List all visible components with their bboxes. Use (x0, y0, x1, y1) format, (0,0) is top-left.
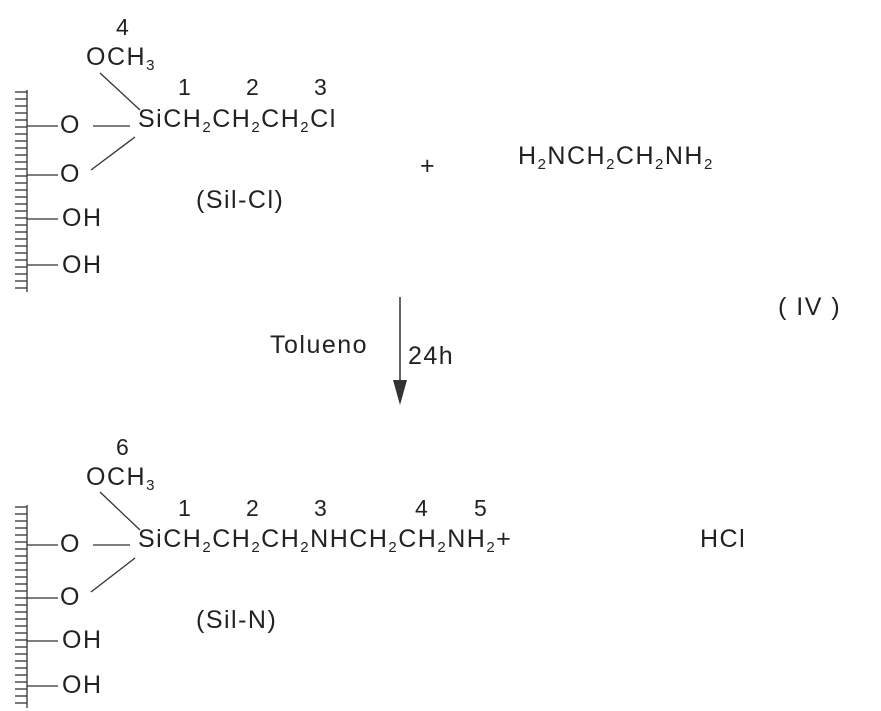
product-locant-2: 2 (246, 495, 259, 521)
product-surface-o-1: O (60, 530, 81, 558)
product-surface-oh-2: OH (62, 671, 103, 699)
product-label: (Sil-N) (196, 606, 278, 634)
product-locant-1: 1 (178, 495, 191, 521)
product-locant-6: 6 (116, 434, 129, 460)
reaction-arrow (393, 297, 407, 405)
reactant-locant-1: 1 (178, 74, 191, 100)
product-surface-o-2: O (60, 583, 81, 611)
reactant-propyl-chain: SiCH2CH2CH2Cl (138, 105, 337, 136)
reactant-surface-o-2: O (60, 160, 81, 188)
time-label: 24h (408, 342, 455, 370)
reactant-surface-oh-1: OH (62, 204, 103, 232)
reactant-bonds (27, 72, 141, 266)
plus-sign: + (420, 152, 437, 180)
product-methoxy-group: OCH3 (86, 463, 156, 494)
product-locant-3: 3 (314, 495, 327, 521)
reactant-silica-surface (15, 90, 28, 292)
product-bonds (27, 491, 141, 687)
product-locant-5: 5 (474, 495, 487, 521)
product-aminopropyl-chain: SiCH2CH2CH2NHCH2CH2NH2+ (138, 525, 513, 556)
product-silica-surface (15, 505, 28, 708)
solvent-label: Tolueno (270, 331, 369, 359)
reactant-surface-oh-2: OH (62, 251, 103, 279)
byproduct-hcl: HCl (700, 525, 747, 553)
reactant-surface-o-1: O (60, 111, 81, 139)
ethylenediamine: H2NCH2CH2NH2 (518, 142, 714, 173)
product-locant-4: 4 (415, 495, 428, 521)
product-surface-oh-1: OH (62, 626, 103, 654)
reactant-methoxy-group: OCH3 (86, 43, 156, 74)
reactant-locant-2: 2 (246, 74, 259, 100)
reactant-label: (Sil-Cl) (196, 186, 285, 214)
reactant-locant-4: 4 (116, 14, 129, 40)
reactant-locant-3: 3 (314, 74, 327, 100)
reaction-id: ( IV ) (778, 293, 842, 321)
